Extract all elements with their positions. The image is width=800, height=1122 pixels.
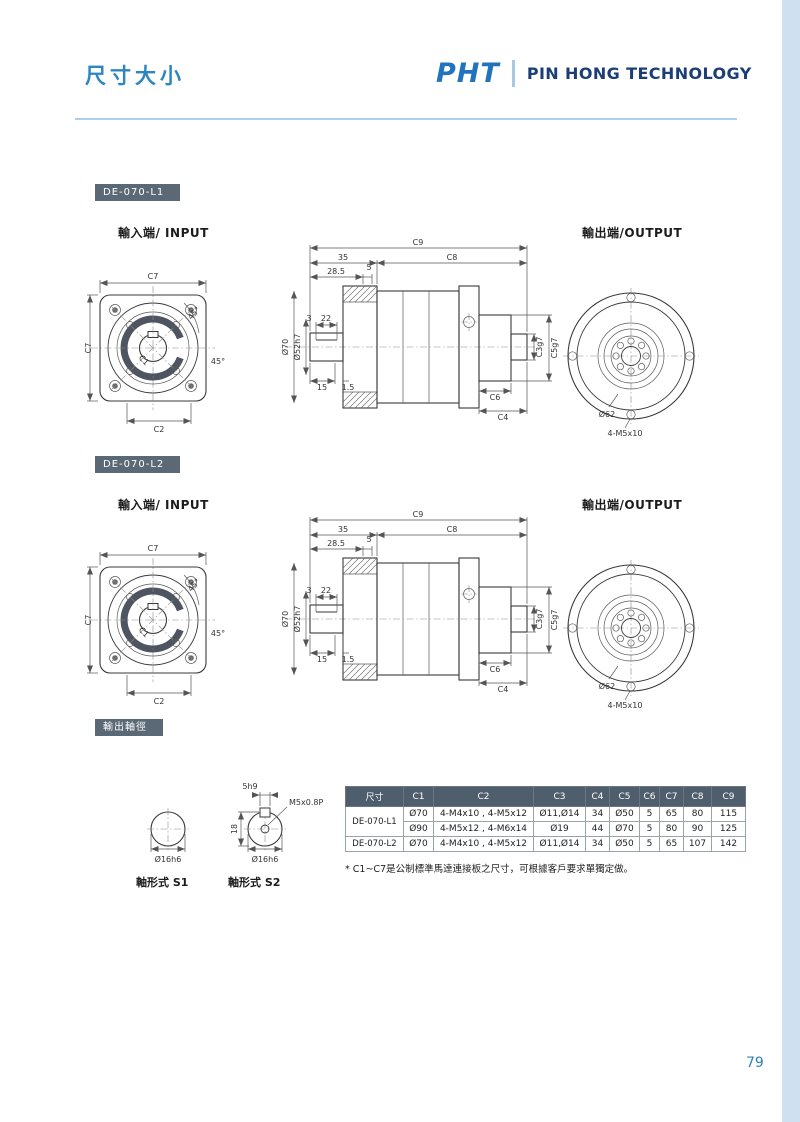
table-cell: Ø70 [403,836,434,852]
table-cell: Ø11,Ø14 [533,806,586,822]
table-cell: 90 [683,821,712,837]
shaft-type-s1-label: 軸形式 S1 [136,876,189,889]
table-cell: 5 [639,821,660,837]
column-header: C1 [403,786,434,807]
dim-height-18: 18 [230,824,239,834]
table-cell: 80 [659,821,684,837]
table-row: Ø90 4-M5x12 , 4-M6x14 Ø19 44 Ø70 5 80 90… [346,821,746,837]
table-cell: Ø19 [533,821,586,837]
table-cell: 65 [659,836,684,852]
column-header: C5 [609,786,640,807]
table-cell: 125 [711,821,746,837]
table-cell: 115 [711,806,746,822]
shaft-type-drawing: Ø16h6 5h9 M5x0.8P 18 Ø16h6 [147,782,323,864]
table-cell: Ø50 [609,806,640,822]
shaft-type-s2-label: 軸形式 S2 [228,876,281,889]
gearbox-drawing-l1 [85,236,745,451]
table-cell: 34 [585,836,610,852]
input-view-label-l1: 輸入端/ INPUT [118,226,209,240]
header-rule [75,118,737,120]
table-cell: Ø11,Ø14 [533,836,586,852]
column-header: C6 [639,786,660,807]
page-number: 79 [746,1055,764,1071]
section-badge-de-070-l1: DE-070-L1 [95,184,181,201]
shaft-s2-view: 5h9 M5x0.8P 18 Ø16h6 [230,782,323,864]
company-name: PIN HONG TECHNOLOGY [526,64,752,83]
table-cell: Ø70 [609,821,640,837]
column-header: C3 [533,786,586,807]
table-cell: 65 [659,806,684,822]
shaft-s1-view: Ø16h6 [147,808,189,864]
pht-logo: PHT [436,58,500,89]
brand-header: PHT PIN HONG TECHNOLOGY [436,58,752,89]
model-cell: DE-070-L1 [345,806,404,837]
table-row: DE-070-L1 Ø70 4-M4x10 , 4-M5x12 Ø11,Ø14 … [345,806,746,837]
section-badge-de-070-l2: DE-070-L2 [95,456,181,473]
column-header: C9 [711,786,746,807]
input-view-label-l2: 輸入端/ INPUT [118,498,209,512]
section-badge-output-shaft: 輸出軸徑 [95,719,163,736]
column-header: C2 [433,786,534,807]
dim-s1-diameter: Ø16h6 [155,854,182,864]
table-cell: 4-M4x10 , 4-M5x12 [433,806,534,822]
dimension-table: 尺寸 C1 C2 C3 C4 C5 C6 C7 C8 C9 DE-070-L1 … [345,786,746,852]
table-cell: 5 [639,836,660,852]
dim-key-width: 5h9 [242,782,257,791]
table-cell: Ø70 [403,806,434,822]
table-cell: 44 [585,821,610,837]
right-edge-stripe [782,0,800,1122]
table-header-row: 尺寸 C1 C2 C3 C4 C5 C6 C7 C8 C9 [345,786,746,807]
gearbox-drawing-l2 [85,508,745,723]
column-header: C8 [683,786,712,807]
dim-tapped-hole: M5x0.8P [289,798,323,807]
table-cell: 142 [711,836,746,852]
table-cell: 107 [683,836,712,852]
brand-divider [511,60,515,87]
table-cell: 4-M4x10 , 4-M5x12 [433,836,534,852]
output-view-label-l1: 輸出端/OUTPUT [582,226,683,240]
table-cell: 80 [683,806,712,822]
table-cell: 5 [639,806,660,822]
table-cell: Ø90 [403,821,434,837]
table-footnote: * C1~C7是公制標準馬達連接板之尺寸，可根據客戶要求單獨定做。 [345,864,634,875]
table-cell: Ø50 [609,836,640,852]
column-header: C4 [585,786,610,807]
dim-s2-diameter: Ø16h6 [252,854,279,864]
column-header: C7 [659,786,684,807]
table-cell: 34 [585,806,610,822]
column-header: 尺寸 [345,786,404,807]
output-view-label-l2: 輸出端/OUTPUT [582,498,683,512]
page-title: 尺寸大小 [85,64,185,88]
table-cell: 4-M5x12 , 4-M6x14 [433,821,534,837]
model-cell: DE-070-L2 [345,836,404,852]
table-row: DE-070-L2 Ø70 4-M4x10 , 4-M5x12 Ø11,Ø14 … [345,836,746,852]
